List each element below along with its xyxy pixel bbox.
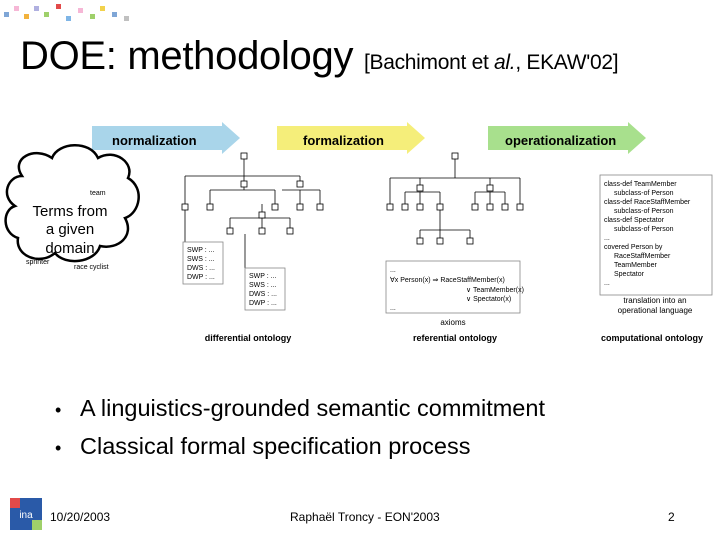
code-line-7: ... xyxy=(604,235,610,242)
axioms-line-3: ∨ TeamMember(x) xyxy=(466,287,524,294)
footer-page-number: 2 xyxy=(668,510,675,524)
translation-caption-line-1: translation into an xyxy=(623,296,686,305)
cloud-text-line-3: domain xyxy=(45,240,94,257)
code-line-3: class-def RaceStaffMember xyxy=(604,199,691,206)
axioms-line-1: ... xyxy=(390,267,396,274)
code-line-12: ... xyxy=(604,280,610,287)
axioms-box xyxy=(385,260,521,314)
diff-box-2 xyxy=(244,267,286,311)
caption-differential: differential ontology xyxy=(205,333,292,343)
axioms-line-2: ∀x Person(x) ⇒ RaceStaffMember(x) xyxy=(390,276,505,284)
title-reference: [Bachimont et al., EKAW'02] xyxy=(363,51,619,74)
ina-logo: ina xyxy=(10,498,42,530)
diff-box-1-line-3: DWS : ... xyxy=(187,265,215,272)
bullet-item: • Classical formal specification process xyxy=(55,428,545,466)
logo-text: ina xyxy=(19,510,33,521)
footer-date: 10/20/2003 xyxy=(50,510,111,524)
referential-tree xyxy=(386,152,524,245)
stage-label-operationalization: operationalization xyxy=(505,133,617,148)
title-main: DOE: methodology xyxy=(20,34,354,78)
translation-caption-line-2: operational language xyxy=(618,306,693,315)
footer-author: Raphaël Troncy - EON'2003 xyxy=(290,510,440,524)
cloud-word-race-cyclist: race cyclist xyxy=(74,264,109,271)
diff-box-2-line-4: DWP : ... xyxy=(249,300,277,307)
diff-box-2-line-1: SWP : ... xyxy=(249,273,277,280)
axioms-caption: axioms xyxy=(440,318,465,327)
bullet-text-1: A linguistics-grounded semantic commitme… xyxy=(80,395,545,421)
code-line-4: subclass-of Person xyxy=(614,208,674,215)
bullet-list: • A linguistics-grounded semantic commitm… xyxy=(55,390,545,466)
bullet-dot: • xyxy=(55,438,62,458)
axioms-line-5: ... xyxy=(390,305,396,312)
diff-box-1-line-2: SWS : ... xyxy=(187,256,215,263)
axioms-line-4: ∨ Spectator(x) xyxy=(466,296,511,303)
terms-cloud xyxy=(4,144,140,263)
bullet-item: • A linguistics-grounded semantic commitm… xyxy=(55,390,545,428)
differential-tree xyxy=(181,152,324,268)
code-line-1: class-def TeamMember xyxy=(604,181,677,188)
stage-label-normalization: normalization xyxy=(112,133,197,148)
cloud-text-line-2: a given xyxy=(46,221,94,238)
stage-arrow-operationalization xyxy=(488,122,646,154)
normalization-arrow-shape xyxy=(92,122,240,154)
stage-arrow-normalization xyxy=(92,122,240,154)
code-line-5: class-def Spectator xyxy=(604,217,665,224)
diff-box-1 xyxy=(182,241,224,285)
diff-box-1-line-4: DWP : ... xyxy=(187,274,215,281)
code-line-2: subclass-of Person xyxy=(614,190,674,197)
diff-box-2-line-3: DWS : ... xyxy=(249,291,277,298)
caption-referential: referential ontology xyxy=(413,333,497,343)
slide-title: DOE: methodology [Bachimont et al., EKAW… xyxy=(20,34,619,79)
cloud-text-line-1: Terms from xyxy=(33,203,108,220)
code-line-9: RaceStaffMember xyxy=(614,253,671,260)
cloud-word-team: team xyxy=(90,190,106,197)
methodology-diagram: Terms from a given domain team sprinter … xyxy=(4,144,713,343)
cloud-word-sprinter: sprinter xyxy=(26,259,50,266)
code-line-8: covered Person by xyxy=(604,244,663,251)
diff-box-1-line-1: SWP : ... xyxy=(187,247,215,254)
code-line-11: Spectator xyxy=(614,271,645,278)
decorative-squares xyxy=(4,4,129,21)
code-line-10: TeamMember xyxy=(614,262,657,269)
operational-code-box xyxy=(599,174,713,296)
diff-box-2-line-2: SWS : ... xyxy=(249,282,277,289)
stage-arrow-formalization xyxy=(277,122,425,154)
stage-label-formalization: formalization xyxy=(303,133,384,148)
bullet-text-2: Classical formal specification process xyxy=(80,433,471,459)
code-line-6: subclass-of Person xyxy=(614,226,674,233)
caption-computational: computational ontology xyxy=(601,333,703,343)
bullet-dot: • xyxy=(55,400,62,420)
